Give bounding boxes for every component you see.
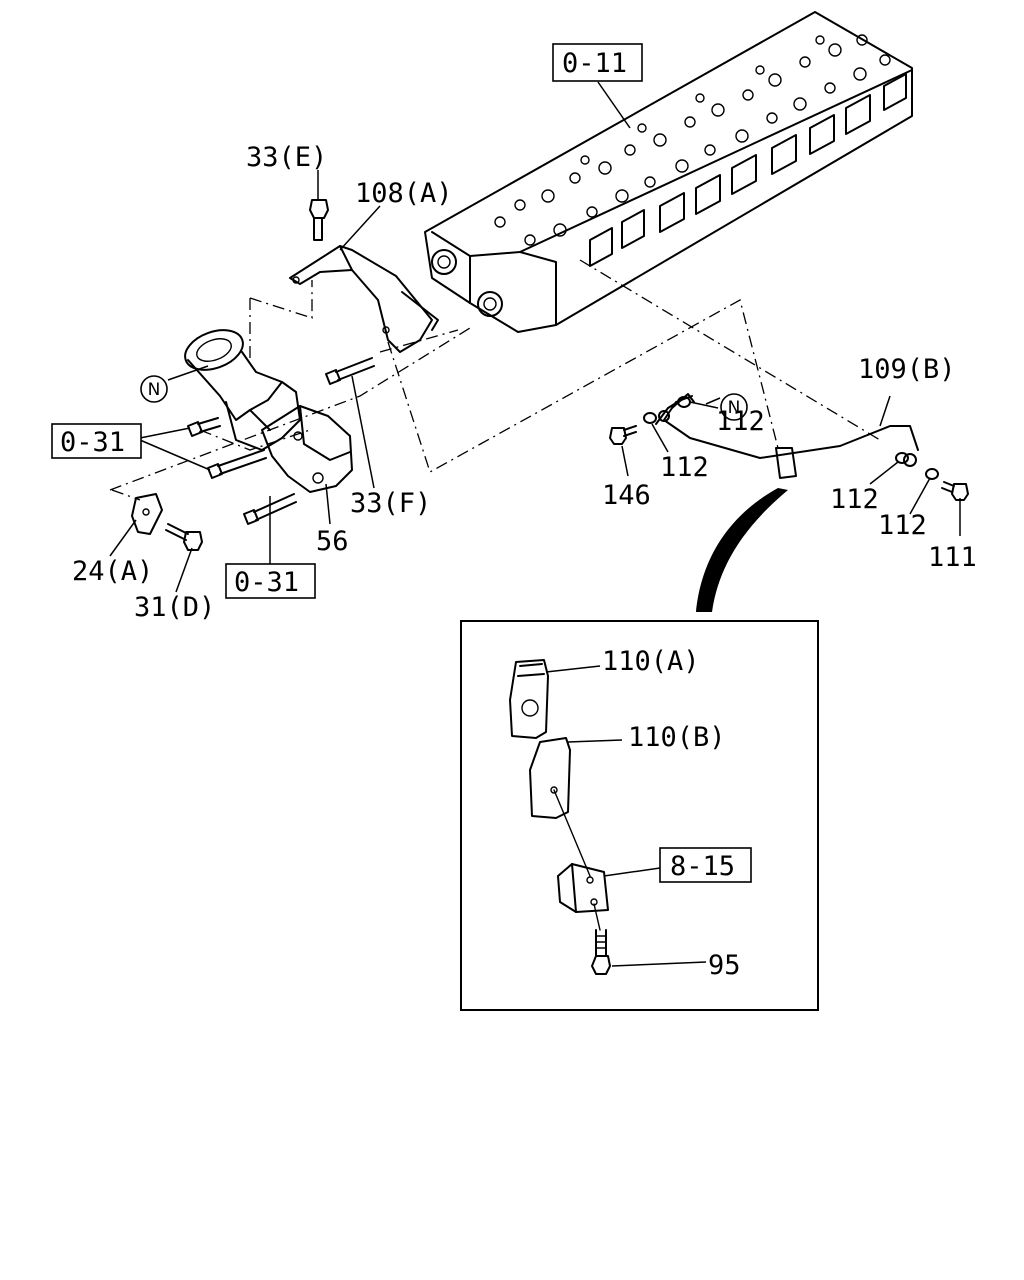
label-33f: 33(F) <box>350 488 431 519</box>
label-112-d: 112 <box>878 510 927 541</box>
washers-and-bolts-pipe <box>609 396 969 501</box>
bolt-33e <box>309 199 329 241</box>
ref-box-0-31-lower <box>225 563 316 599</box>
inset-leaders <box>545 665 707 967</box>
cylinder-head <box>424 11 913 333</box>
bolt-0-31-long-left <box>207 449 267 479</box>
ref-0-31-left-text: 0-31 <box>60 427 125 458</box>
label-112-b: 112 <box>660 452 709 483</box>
ref-box-0-31-left <box>51 423 142 459</box>
label-110a: 110(A) <box>602 646 700 677</box>
assembly-lines <box>109 259 881 501</box>
inset-center-line <box>553 789 601 931</box>
label-112-a: 112 <box>716 406 765 437</box>
bolt-31d <box>165 523 203 551</box>
callout-n-pipe-text: N <box>728 398 741 418</box>
bolt-95 <box>591 929 611 975</box>
callout-n-pipe <box>720 393 748 421</box>
bracket-24a <box>131 493 163 535</box>
ref-8-15-text: 8-15 <box>670 851 735 882</box>
thermostat-housing <box>184 329 301 451</box>
label-111: 111 <box>928 542 977 573</box>
bracket-108a <box>289 245 439 353</box>
bracket-56 <box>261 405 353 493</box>
label-110b: 110(B) <box>628 722 726 753</box>
label-24a: 24(A) <box>72 556 153 587</box>
label-31d: 31(D) <box>134 592 215 623</box>
ref-box-8-15 <box>659 847 752 883</box>
leader-lines <box>109 81 961 593</box>
label-56: 56 <box>316 526 349 557</box>
detail-inset: 8-15 110(A) 110(B) 95 <box>460 620 819 1011</box>
label-146: 146 <box>602 480 651 511</box>
ref-0-31-lower-text: 0-31 <box>234 567 299 598</box>
clip-110a <box>509 659 549 739</box>
bolt-33f <box>325 357 375 385</box>
label-112-c: 112 <box>830 484 879 515</box>
label-108a: 108(A) <box>355 178 453 209</box>
label-109b: 109(B) <box>858 354 956 385</box>
clip-110b <box>529 737 571 819</box>
ref-0-11-text: 0-11 <box>562 48 627 79</box>
bracket-8-15 <box>557 863 609 913</box>
bolt-0-31-lower <box>243 493 297 525</box>
ref-box-0-11 <box>552 43 643 82</box>
detail-arrow <box>696 488 788 612</box>
callout-n-left-text: N <box>148 380 161 400</box>
bolt-0-31-upper <box>187 417 221 437</box>
callout-n-left <box>140 375 168 403</box>
label-95: 95 <box>708 950 741 981</box>
label-33e: 33(E) <box>246 142 327 173</box>
